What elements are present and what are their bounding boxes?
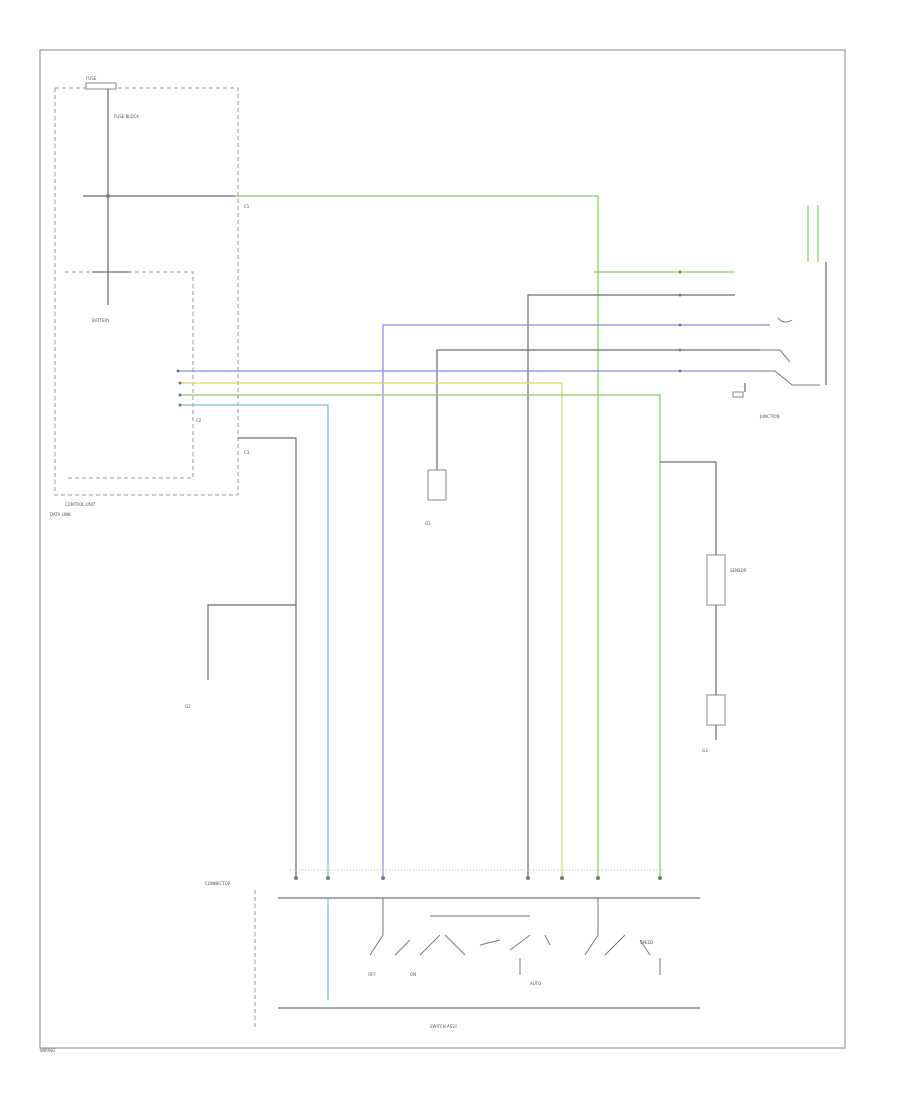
ground-g1-label: G1 xyxy=(425,521,431,526)
footer-label: SWITCH ASSY xyxy=(430,1024,458,1029)
connector-c3-label: C3 xyxy=(244,450,250,455)
ground-g3-label: G3 xyxy=(702,748,708,753)
fuse-bus-node xyxy=(106,194,110,198)
connector-c2-label: C2 xyxy=(196,418,202,423)
connector-c1-label: C1 xyxy=(244,204,250,209)
battery-label: BATTERY xyxy=(92,318,110,323)
sensor-device xyxy=(706,554,726,606)
switch-auto-label: AUTO xyxy=(530,981,541,986)
page-id-label: WIRING xyxy=(40,1048,55,1053)
diagram-frame xyxy=(39,49,846,1049)
teal-module-wire xyxy=(180,404,329,878)
switch-on-label: ON xyxy=(410,972,416,977)
module-pins xyxy=(176,369,182,407)
control-unit-label: CONTROL UNIT xyxy=(65,502,96,507)
ground-g3-device xyxy=(706,694,726,726)
switch-off-label: OFF xyxy=(368,972,376,977)
ground-g2-label: G2 xyxy=(185,704,191,709)
fuse-desc-label: FUSE BLOCK xyxy=(114,114,139,119)
green-top-wire xyxy=(235,195,599,878)
green-lower-wire xyxy=(180,394,661,878)
control-note-label: DATA LINK xyxy=(50,512,71,517)
lower-connector-label: CONNECTOR xyxy=(205,881,231,886)
switch-contacts xyxy=(327,898,661,1000)
lower-connector-pins xyxy=(294,876,662,880)
sensor-label: SENSOR xyxy=(730,568,747,573)
junction-label: JUNCTION xyxy=(759,414,780,419)
switch-speed-label: SPEED xyxy=(640,940,653,945)
right-junction: JUNCTION xyxy=(678,205,827,419)
blue-upper-wire xyxy=(382,324,760,878)
fuse-block-label: FUSE xyxy=(86,76,97,81)
ground-g1-device xyxy=(427,469,447,501)
fuse-block: FUSE FUSE BLOCK xyxy=(85,76,139,119)
inner-module-boundary xyxy=(65,271,194,479)
ground-g2-wire xyxy=(207,604,296,680)
sensor-feed-wire xyxy=(660,461,717,740)
c3-output-wire xyxy=(238,437,297,878)
grey-junction-wire xyxy=(527,294,735,878)
yellow-module-wire xyxy=(180,382,563,878)
ground-g1-wire xyxy=(436,349,760,490)
control-unit-boundary xyxy=(54,87,239,496)
